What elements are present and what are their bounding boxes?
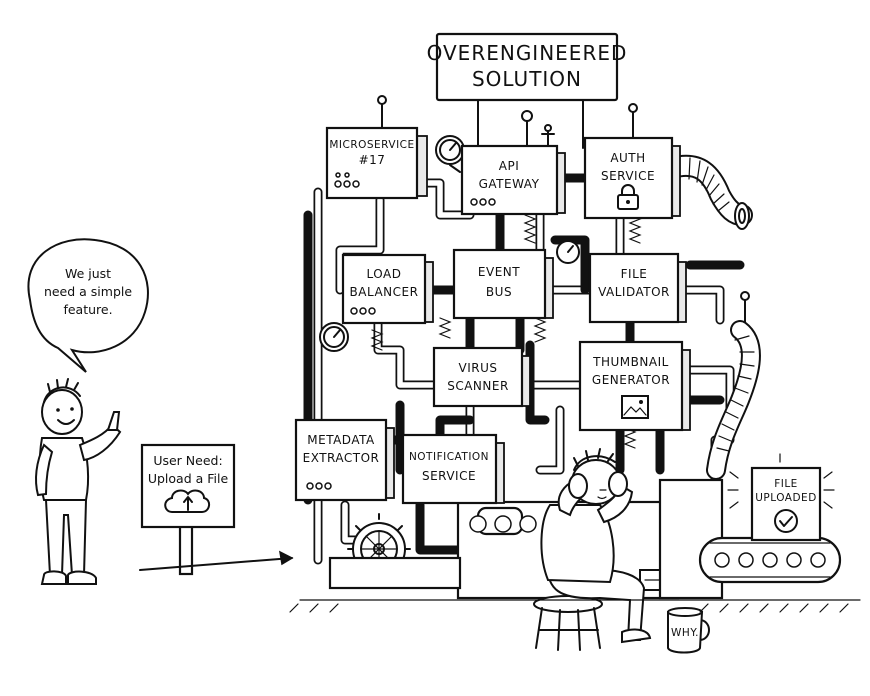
springs: [370, 214, 642, 449]
module-auth-service: AUTH SERVICE: [583, 136, 681, 220]
module-file-validator-line2: VALIDATOR: [598, 285, 670, 299]
file-uploaded-line2: UPLOADED: [755, 492, 817, 504]
module-auth-service-line1: AUTH: [610, 151, 645, 165]
module-load-balancer-line2: BALANCER: [350, 285, 419, 299]
knob-2: [494, 515, 512, 533]
user-need-line2: Upload a File: [148, 471, 229, 486]
speech-bubble-shape: [27, 238, 149, 373]
module-virus-scanner-box: [432, 346, 524, 408]
module-file-validator: FILE VALIDATOR: [588, 252, 687, 324]
antennas: [377, 95, 750, 323]
module-virus-scanner-line1: VIRUS: [459, 361, 498, 375]
pressure-gauge-top: [435, 135, 465, 173]
module-thumbnail-generator: THUMBNAIL GENERATOR: [578, 340, 691, 432]
module-file-validator-box: [588, 252, 680, 324]
file-uploaded-sign: FILE UPLOADED: [727, 453, 835, 542]
flow-arrow: [139, 550, 294, 571]
module-api-gateway-line2: GATEWAY: [479, 177, 540, 191]
happy-user: [35, 378, 122, 585]
mug-text: WHY.: [671, 627, 699, 639]
frustrated-engineer: [533, 448, 652, 651]
user-need-sign-board: [140, 443, 236, 529]
module-load-balancer-line1: LOAD: [367, 267, 402, 281]
image-icon: [621, 395, 649, 419]
base-left: [328, 556, 462, 590]
module-notification-service-line2: SERVICE: [422, 469, 476, 483]
ribbed-hose-right: [706, 320, 761, 480]
knob-3: [519, 515, 537, 533]
stool: [533, 595, 603, 651]
module-api-gateway-line1: API: [499, 159, 519, 173]
module-microservice-17-line1: MICROSERVICE: [329, 139, 414, 151]
module-metadata-extractor-line2: EXTRACTOR: [303, 451, 380, 465]
lock-icon: [617, 184, 639, 210]
speech-line1: We just: [65, 266, 111, 281]
module-notification-service-box: [401, 433, 498, 505]
speech-bubble: We just need a simple feature.: [27, 238, 149, 373]
module-load-balancer: LOAD BALANCER: [341, 253, 434, 325]
user-need-line1: User Need:: [153, 453, 222, 468]
module-metadata-extractor: METADATA EXTRACTOR: [294, 418, 395, 502]
module-auth-service-line2: SERVICE: [601, 169, 655, 183]
speech-line2: need a simple: [44, 284, 132, 299]
checkmark-icon: [774, 509, 798, 533]
module-metadata-extractor-line1: METADATA: [307, 433, 375, 447]
module-api-gateway: API GATEWAY: [460, 144, 566, 216]
speech-line3: feature.: [63, 302, 112, 317]
conveyor-belt: [698, 536, 842, 584]
pressure-gauge-mid: [556, 240, 580, 264]
file-uploaded-line1: FILE: [774, 478, 798, 490]
mug-body: [667, 611, 704, 654]
module-thumbnail-generator-line1: THUMBNAIL: [592, 355, 669, 369]
sign-title-line2: SOLUTION: [472, 67, 582, 91]
module-notification-service-line1: NOTIFICATION: [409, 451, 489, 463]
module-virus-scanner: VIRUS SCANNER: [432, 346, 531, 408]
user-head: [41, 389, 83, 435]
coffee-mug: WHY.: [667, 607, 710, 654]
cloud-upload-icon: [164, 489, 210, 513]
module-api-gateway-box: [460, 144, 559, 216]
user-need-sign: User Need: Upload a File: [140, 443, 236, 576]
pressure-gauge-left: [319, 322, 349, 352]
overengineered-sign: OVERENGINEERED SOLUTION: [427, 32, 628, 149]
ground-hatching: [289, 599, 861, 613]
module-event-bus-line2: BUS: [486, 285, 512, 299]
module-notification-service: NOTIFICATION SERVICE: [401, 433, 505, 505]
sign-title-line1: OVERENGINEERED: [427, 41, 628, 65]
module-microservice-17: MICROSERVICE #17: [325, 126, 428, 200]
module-virus-scanner-line2: SCANNER: [447, 379, 509, 393]
knob-1: [469, 515, 487, 533]
indicator-dots: [334, 172, 360, 188]
module-file-validator-line1: FILE: [621, 267, 648, 281]
module-microservice-17-box: [325, 126, 419, 200]
flex-hose: [661, 154, 753, 230]
module-metadata-extractor-box: [294, 418, 388, 502]
module-event-bus: EVENT BUS: [452, 248, 554, 320]
module-thumbnail-generator-line2: GENERATOR: [592, 373, 670, 387]
module-event-bus-box: [452, 248, 547, 320]
sign-board: [435, 32, 619, 102]
module-microservice-17-line2: #17: [359, 153, 386, 167]
module-event-bus-line1: EVENT: [478, 265, 520, 279]
